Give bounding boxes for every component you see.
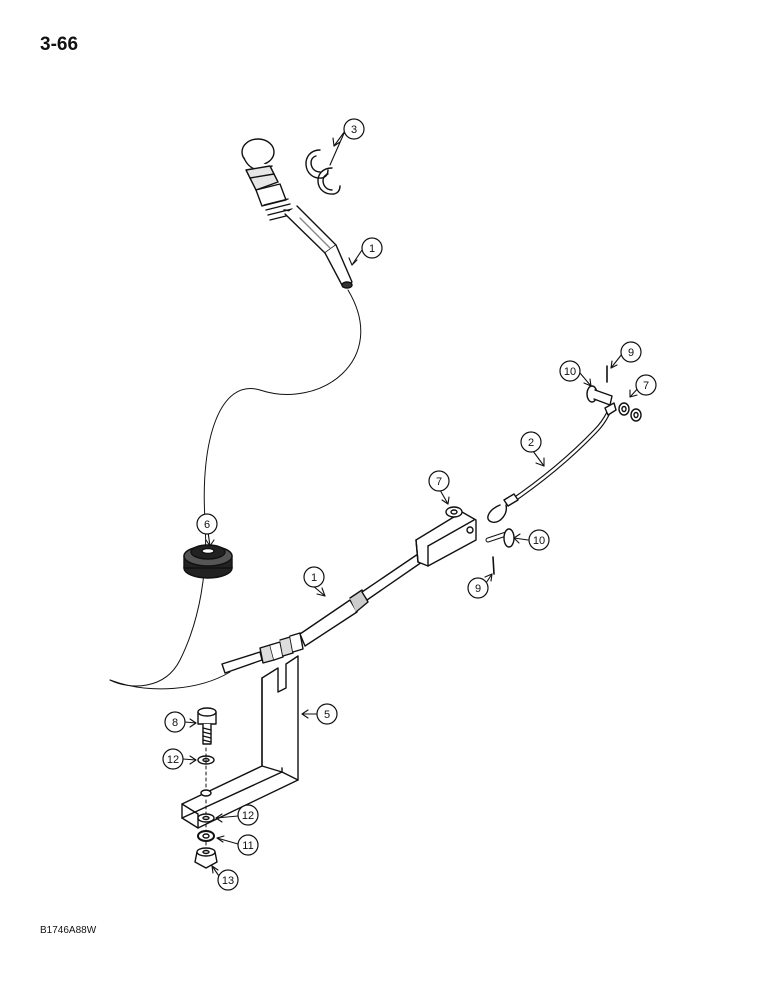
svg-text:13: 13 bbox=[222, 875, 234, 887]
callout-12-lower: 12 bbox=[237, 804, 259, 826]
callout-12-upper: 12 bbox=[162, 748, 184, 770]
cable-wire-end bbox=[109, 671, 231, 690]
page-number: 3-66 bbox=[40, 34, 79, 55]
bolt bbox=[197, 707, 217, 745]
spring-cable bbox=[487, 402, 617, 523]
callout-5: 5 bbox=[316, 703, 338, 725]
svg-text:12: 12 bbox=[167, 754, 179, 766]
svg-text:9: 9 bbox=[475, 583, 481, 595]
callout-1-upper: 1 bbox=[361, 237, 383, 259]
cable-wire bbox=[109, 289, 362, 687]
svg-text:1: 1 bbox=[369, 243, 375, 255]
callout-13: 13 bbox=[217, 869, 239, 891]
callout-10-upper: 10 bbox=[559, 360, 581, 382]
svg-text:7: 7 bbox=[643, 380, 649, 392]
svg-text:1: 1 bbox=[311, 572, 317, 584]
callout-6: 6 bbox=[196, 513, 218, 535]
svg-text:9: 9 bbox=[628, 347, 634, 359]
callout-2: 2 bbox=[520, 431, 542, 453]
svg-text:12: 12 bbox=[242, 810, 254, 822]
cable-assembly-lower bbox=[221, 511, 477, 674]
callout-10-lower: 10 bbox=[528, 529, 550, 551]
svg-text:8: 8 bbox=[172, 717, 178, 729]
svg-text:10: 10 bbox=[564, 366, 576, 378]
grommet bbox=[183, 544, 233, 579]
svg-text:11: 11 bbox=[242, 840, 253, 852]
callout-11: 11 bbox=[237, 834, 259, 856]
callout-9-upper: 9 bbox=[620, 341, 642, 363]
nut bbox=[194, 847, 218, 869]
svg-text:2: 2 bbox=[528, 437, 534, 449]
callout-3: 3 bbox=[343, 118, 365, 140]
control-knob bbox=[241, 138, 353, 289]
callout-9-lower: 9 bbox=[467, 577, 489, 599]
figure-code: B1746A88W bbox=[40, 925, 97, 936]
callout-7-upper: 7 bbox=[635, 374, 657, 396]
clevis-pin-lower bbox=[485, 528, 515, 548]
cotter-pin-lower bbox=[492, 556, 495, 575]
svg-text:5: 5 bbox=[324, 709, 330, 721]
retaining-clips bbox=[305, 149, 341, 195]
svg-text:3: 3 bbox=[351, 124, 357, 136]
callout-7-clevis: 7 bbox=[428, 470, 450, 492]
svg-text:10: 10 bbox=[533, 535, 545, 547]
clevis-pin-upper bbox=[586, 385, 613, 406]
callout-8: 8 bbox=[164, 711, 186, 733]
callout-1-lower: 1 bbox=[303, 566, 325, 588]
svg-text:7: 7 bbox=[436, 476, 442, 488]
svg-text:6: 6 bbox=[204, 519, 210, 531]
mounting-bracket bbox=[181, 655, 299, 829]
